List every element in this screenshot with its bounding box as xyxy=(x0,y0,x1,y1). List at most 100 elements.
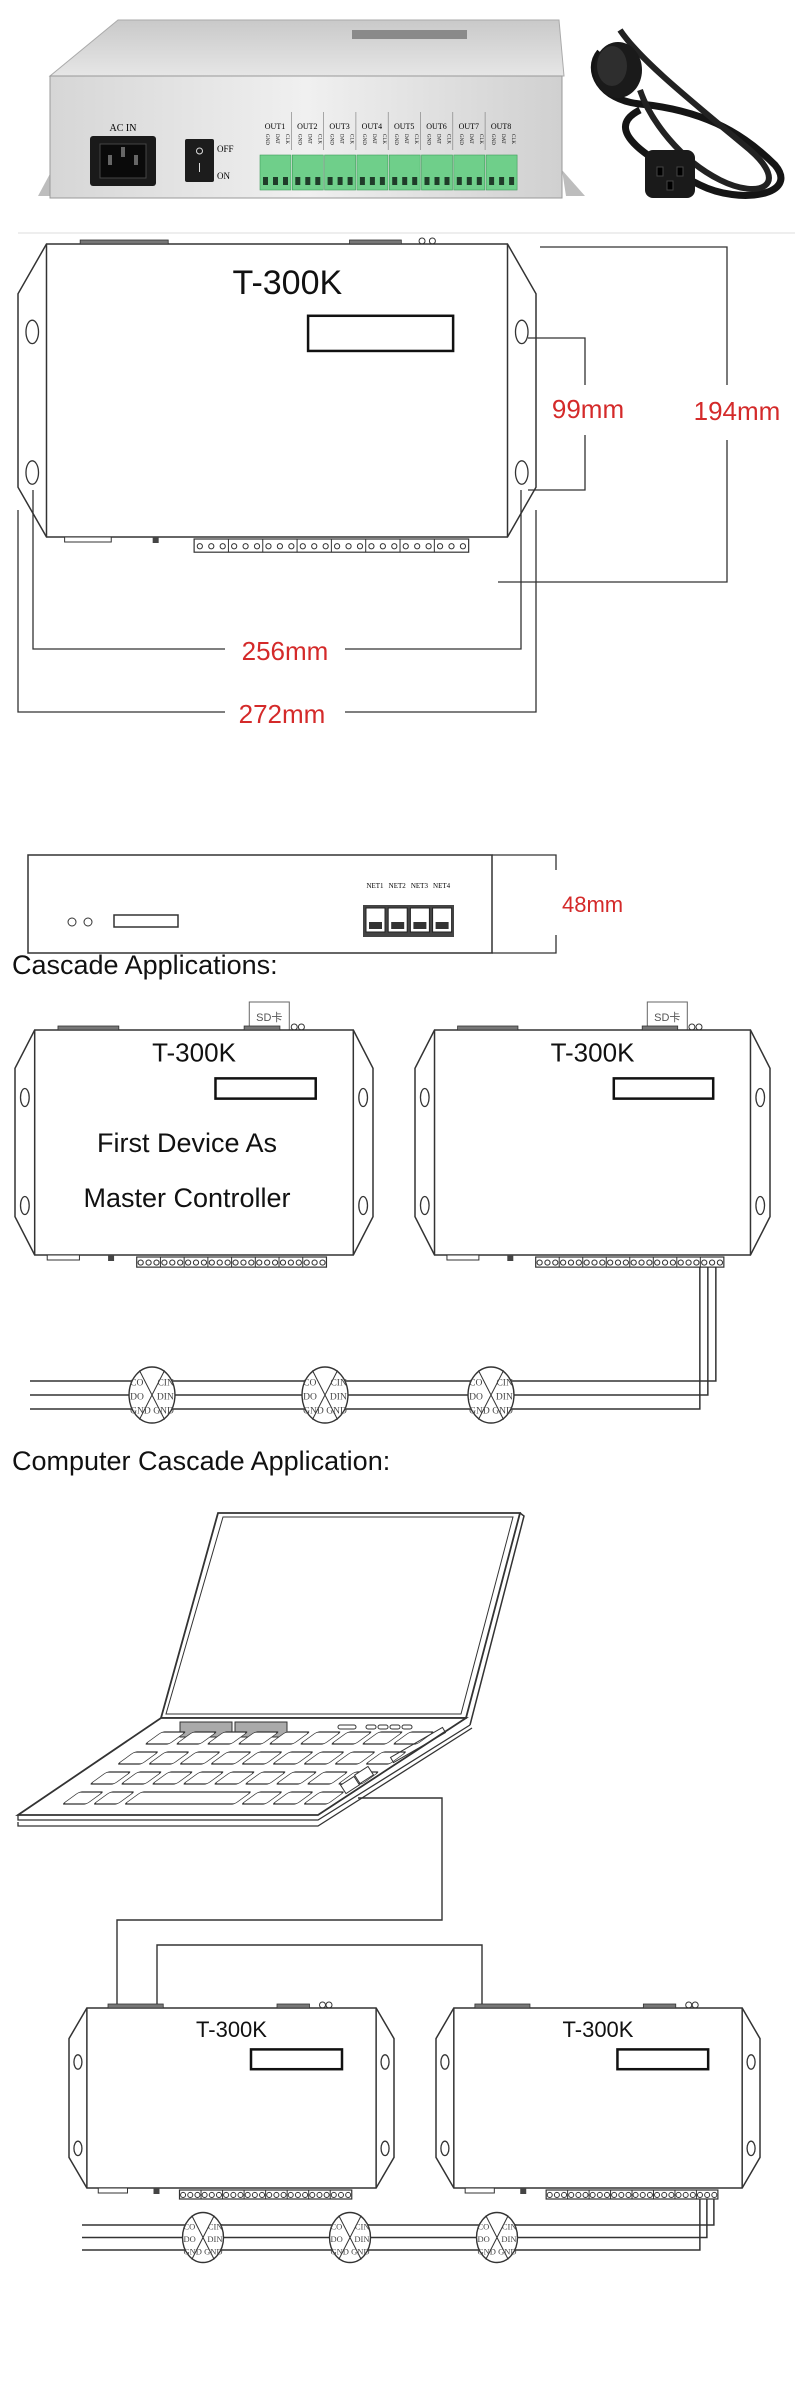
led-pin-label: GND xyxy=(331,2246,349,2256)
led-pin-label: GND xyxy=(326,1406,347,1416)
terminal-screw xyxy=(392,177,398,185)
power-switch xyxy=(520,2188,527,2194)
led-pin-label: CO xyxy=(331,2221,343,2231)
keyboard-key xyxy=(335,1751,375,1765)
master-label-line1: First Device As xyxy=(97,1128,277,1158)
keyboard-key xyxy=(276,1771,317,1785)
pin-label: DAT xyxy=(371,134,376,144)
terminal-screw xyxy=(263,177,268,185)
network-ports xyxy=(79,239,169,245)
status-button xyxy=(401,1724,413,1730)
data-wire xyxy=(30,1267,709,1396)
mounting-hole xyxy=(755,1195,766,1216)
led-pin-label: GND xyxy=(184,2246,202,2256)
laptop-lid-edge xyxy=(469,1512,525,1726)
pin-label: CLK xyxy=(349,134,354,144)
keyboard-key xyxy=(362,1731,403,1745)
device-model-label: T-300K xyxy=(563,2017,634,2042)
power-plug-face xyxy=(597,46,627,86)
pin-label: CLK xyxy=(413,134,418,144)
switch-off-mark xyxy=(196,147,203,155)
terminal-screw xyxy=(273,177,278,185)
led-pin-label: GND xyxy=(153,1406,174,1416)
terminal-screw xyxy=(424,177,430,185)
terminal-screw xyxy=(315,177,321,185)
lcd-display xyxy=(214,1077,317,1100)
terminal-screw xyxy=(337,2191,345,2198)
mounting-hole xyxy=(755,1087,766,1108)
data-wire xyxy=(82,2199,708,2239)
output-label-7: OUT7 xyxy=(459,122,479,131)
output-label-2: OUT2 xyxy=(297,122,317,131)
terminal-screw xyxy=(596,2191,603,2198)
terminal-screw xyxy=(675,2191,682,2198)
terminal-screw xyxy=(696,2191,704,2198)
led-pin-label: DIN xyxy=(354,2234,369,2244)
mounting-hole xyxy=(746,2054,756,2070)
status-button xyxy=(365,1724,377,1730)
rj45-contacts xyxy=(435,922,449,929)
lcd-display xyxy=(306,314,455,353)
power-inlet xyxy=(446,1254,480,1261)
mounting-hole xyxy=(73,2054,83,2070)
sd-slot xyxy=(641,1025,679,1031)
dimension-hole-spacing: 99mm xyxy=(552,394,624,424)
terminal-screw xyxy=(192,1259,200,1266)
terminal-screw xyxy=(161,1259,168,1266)
terminal-screw xyxy=(337,177,343,185)
controller-device: T-300K xyxy=(435,2001,761,2200)
pin-label: CLK xyxy=(284,134,289,144)
keyboard-key xyxy=(152,1771,193,1785)
terminal-screw xyxy=(345,543,352,550)
output-label-6: OUT6 xyxy=(426,122,446,131)
ac-pin xyxy=(121,147,125,157)
keyboard-key xyxy=(238,1731,279,1745)
data-wire xyxy=(30,1267,701,1410)
terminal-screw xyxy=(323,2191,330,2198)
terminal-screw xyxy=(575,1259,582,1266)
terminal-screw xyxy=(669,1259,676,1266)
terminal-screw xyxy=(436,543,444,550)
terminal-screw xyxy=(280,2191,287,2198)
terminal-screw xyxy=(567,1259,575,1266)
terminal-screw xyxy=(287,2191,294,2198)
led-pin-label: CIN xyxy=(502,2221,517,2231)
terminal-screw xyxy=(242,543,249,550)
led-pin-label: CIN xyxy=(208,2221,223,2231)
lcd-display xyxy=(612,1077,715,1100)
side-panel xyxy=(27,854,493,954)
terminal-screw xyxy=(169,1259,176,1266)
led-pin-label: CIN xyxy=(355,2221,370,2231)
device-model-label: T-300K xyxy=(233,264,343,302)
terminal-screw xyxy=(356,543,364,550)
usb-port xyxy=(339,1775,361,1795)
terminal-screw xyxy=(145,1259,152,1266)
usb-port xyxy=(353,1765,375,1785)
terminal-screw xyxy=(302,2191,309,2198)
terminal-screw xyxy=(256,1259,263,1266)
terminal-screw xyxy=(661,1259,669,1266)
keyboard-key xyxy=(176,1731,217,1745)
master-label-line2: Master Controller xyxy=(83,1183,290,1213)
keyboard-key xyxy=(207,1731,248,1745)
pin-label: DAT xyxy=(468,134,473,144)
lcd-slot xyxy=(352,30,467,39)
network-port-label-3: NET3 xyxy=(411,882,429,890)
iec-socket-hole xyxy=(666,180,674,191)
pin-label: GND xyxy=(361,134,366,145)
mounting-hole xyxy=(746,2140,756,2157)
dim-line-hole-width xyxy=(32,490,225,650)
power-cable xyxy=(617,28,772,192)
led-pin-label: GND xyxy=(130,1406,151,1416)
led-pin-label: CO xyxy=(130,1378,143,1388)
laptop-screen xyxy=(165,1516,514,1715)
terminal-screw xyxy=(264,1259,271,1266)
led-pin-label: GND xyxy=(204,2246,222,2256)
keyboard-key xyxy=(93,1791,134,1805)
pin-label: CLK xyxy=(446,134,451,144)
terminal-screw xyxy=(668,2191,675,2198)
led-pin-label: GND xyxy=(498,2246,516,2256)
terminal-screw xyxy=(591,1259,598,1266)
device-model-label: T-300K xyxy=(152,1038,236,1068)
